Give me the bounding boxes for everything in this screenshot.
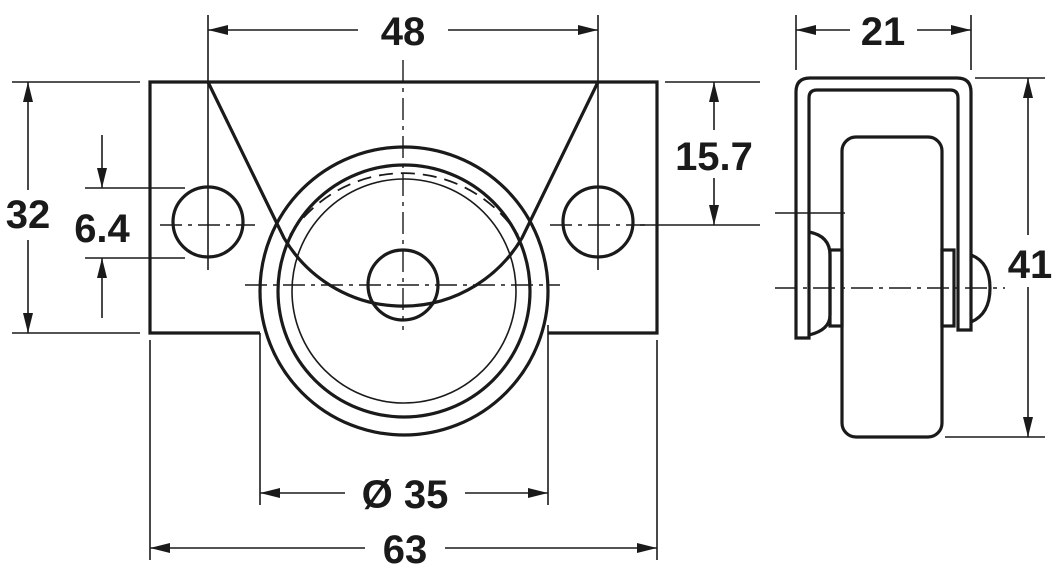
wheel-inner [276,163,532,419]
dim-48: 48 [381,10,426,54]
axle-left-cap [808,230,832,337]
wheel-side [840,135,944,439]
wheel-hub-thin [291,178,517,404]
dim-wheel-diameter: Ø 35 [362,473,449,517]
dim-41: 41 [1008,243,1053,287]
dim-63: 63 [383,528,428,572]
dim-21: 21 [861,10,906,54]
bracket-side [794,76,973,340]
side-view: 21 41 [775,10,1058,439]
dim-6-4: 6.4 [74,207,130,251]
dim-32: 32 [6,193,51,237]
hidden-wheel-outline [289,172,519,236]
dim-15-7: 15.7 [675,135,753,179]
axle-right-cap [970,253,992,324]
wheel-outer [258,145,550,437]
front-view: 48 32 6.4 15.7 Ø 35 63 [0,10,760,572]
